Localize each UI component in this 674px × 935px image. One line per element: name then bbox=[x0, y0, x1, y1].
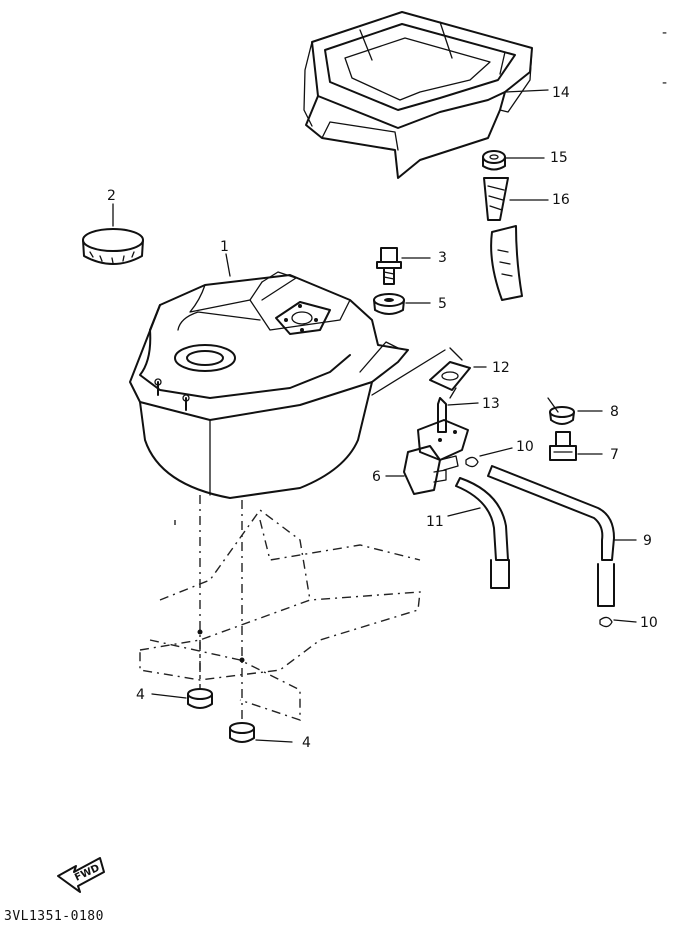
frame-phantom bbox=[139, 509, 421, 721]
callout-12: 12 bbox=[492, 360, 510, 376]
callout-3: 3 bbox=[438, 250, 447, 266]
edge-mark-top: - bbox=[662, 25, 667, 41]
part-10-clip-upper bbox=[465, 456, 479, 468]
edge-marks: - - bbox=[662, 25, 667, 91]
callout-labels: 1 2 3 4 4 5 6 7 8 9 10 10 11 12 13 14 15… bbox=[107, 85, 658, 751]
part-4-damper-left bbox=[187, 688, 213, 709]
callout-1: 1 bbox=[220, 239, 229, 255]
mount-centerlines bbox=[197, 495, 245, 720]
callout-10-lower: 10 bbox=[640, 615, 658, 631]
part-1-fuel-tank bbox=[129, 271, 409, 499]
callout-10-upper: 10 bbox=[516, 439, 534, 455]
callout-15: 15 bbox=[550, 150, 568, 166]
part-9-hose bbox=[487, 465, 615, 607]
callout-7: 7 bbox=[610, 447, 619, 463]
callout-14: 14 bbox=[552, 85, 570, 101]
part-12-gasket bbox=[371, 347, 471, 396]
callout-11: 11 bbox=[426, 514, 444, 530]
forward-arrow-icon: FWD bbox=[57, 857, 105, 893]
callout-13: 13 bbox=[482, 396, 500, 412]
part-2-fuel-cap bbox=[82, 228, 144, 265]
part-6-fuel-cock bbox=[403, 397, 469, 495]
callout-4-right: 4 bbox=[302, 735, 311, 751]
callout-16: 16 bbox=[552, 192, 570, 208]
callout-9: 9 bbox=[643, 533, 652, 549]
part-5-damper bbox=[373, 293, 405, 315]
part-11-hose bbox=[455, 477, 510, 589]
part-3-bolt bbox=[376, 247, 402, 285]
edge-mark-bottom: - bbox=[662, 75, 667, 91]
callout-5: 5 bbox=[438, 296, 447, 312]
diagram-code: 3VL1351-0180 bbox=[4, 909, 104, 924]
part-10-clip-lower bbox=[599, 616, 613, 628]
part-7-bolt bbox=[549, 431, 577, 461]
part-8-damper bbox=[547, 397, 575, 425]
callout-8: 8 bbox=[610, 404, 619, 420]
callout-4-left: 4 bbox=[136, 687, 145, 703]
part-15-grommet bbox=[482, 150, 506, 171]
callout-2: 2 bbox=[107, 188, 116, 204]
callout-6: 6 bbox=[372, 469, 381, 485]
part-16-hose bbox=[483, 177, 523, 301]
part-14-cover bbox=[303, 11, 533, 179]
part-4-damper-right bbox=[229, 722, 255, 743]
leader-lines bbox=[112, 89, 637, 743]
